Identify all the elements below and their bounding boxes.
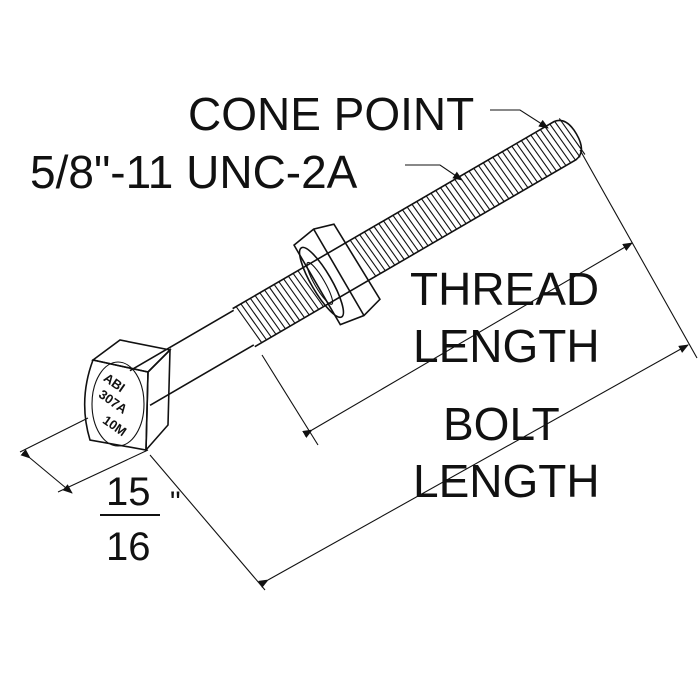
thread-crest <box>430 192 458 230</box>
cone-point-leader <box>490 109 549 129</box>
head-width-dimension <box>20 449 73 494</box>
thread-crest <box>459 176 486 213</box>
thread-crest <box>245 300 272 338</box>
thread-crest <box>463 173 491 211</box>
thread-crest <box>516 143 543 180</box>
thread-crest <box>558 118 586 155</box>
thread-crest <box>273 284 301 321</box>
extension-line-thread-start <box>261 354 319 446</box>
head-stamp-line-2: 307A <box>96 387 131 417</box>
extension-line-head-width-1 <box>19 417 89 453</box>
thread-crest <box>235 306 263 343</box>
cone-point-label: CONE POINT <box>188 88 474 140</box>
thread-crest <box>539 129 567 166</box>
thread-crest <box>530 134 557 172</box>
thread-crest <box>383 220 410 258</box>
thread-crest <box>368 228 396 266</box>
thread-crest <box>402 209 429 247</box>
square-head: ABI 307A 10M <box>83 339 172 453</box>
thread-crest <box>421 198 448 236</box>
thread-crest <box>449 181 477 219</box>
head-width-numerator: 15 <box>106 470 151 514</box>
head-width-unit: " <box>170 486 181 519</box>
thread-crest <box>482 162 510 200</box>
head-stamp-line-3: 10M <box>100 412 129 439</box>
thread-crest <box>259 292 286 330</box>
thread-crest <box>525 137 553 175</box>
thread-crest <box>435 190 462 227</box>
thread-crest <box>373 226 400 263</box>
thread-crest <box>554 120 581 158</box>
thread-crest <box>249 297 277 335</box>
extension-line-tip <box>579 149 698 359</box>
thread-length-label-2: LENGTH <box>413 320 600 372</box>
thread-crest <box>254 295 282 332</box>
thread-crest <box>444 184 472 222</box>
thread-crest <box>387 217 415 255</box>
thread-crest <box>473 167 500 205</box>
thread-crest <box>364 231 391 269</box>
thread-crest <box>497 154 524 191</box>
thread-crest <box>287 275 315 313</box>
thread-crest <box>264 289 291 327</box>
thread-crest <box>501 151 529 189</box>
thread-crest <box>535 131 562 169</box>
thread-crest <box>354 237 381 274</box>
thread-crest <box>544 126 572 164</box>
thread-spec-leader <box>405 164 463 181</box>
extension-line-head-width-2 <box>57 449 149 493</box>
thread-crest <box>378 223 405 260</box>
thread-spec-label: 5/8"-11 UNC-2A <box>30 146 358 198</box>
bolt-length-label-2: LENGTH <box>413 455 600 507</box>
bolt-length-label-1: BOLT <box>443 398 560 450</box>
thread-crest <box>487 159 515 197</box>
head-width-denominator: 16 <box>106 525 151 569</box>
bolt-body <box>129 118 586 406</box>
thread-crest <box>468 170 496 208</box>
thread-crest <box>440 187 467 224</box>
thread-crest <box>268 286 296 324</box>
thread-crest <box>478 165 505 202</box>
thread-crest <box>520 140 548 177</box>
thread-crest <box>283 278 310 316</box>
thread-crest <box>511 145 538 183</box>
thread-crest <box>549 123 576 161</box>
thread-crest <box>392 214 420 252</box>
thread-crest <box>416 201 443 238</box>
thread-crest <box>506 148 534 186</box>
thread-crest <box>411 203 439 241</box>
bolt-shank <box>129 309 255 406</box>
thread-crest <box>425 195 453 233</box>
thread-crest <box>454 179 481 216</box>
thread-crest <box>406 206 434 244</box>
thread-length-label-1: THREAD <box>410 263 599 315</box>
bolt-length-dimension <box>258 344 689 588</box>
thread-crest <box>492 156 519 194</box>
thread-crest <box>278 281 305 319</box>
thread-crest <box>240 303 267 341</box>
thread-crest <box>397 212 424 249</box>
thread-crest <box>359 234 386 272</box>
extension-line-head <box>149 454 266 591</box>
